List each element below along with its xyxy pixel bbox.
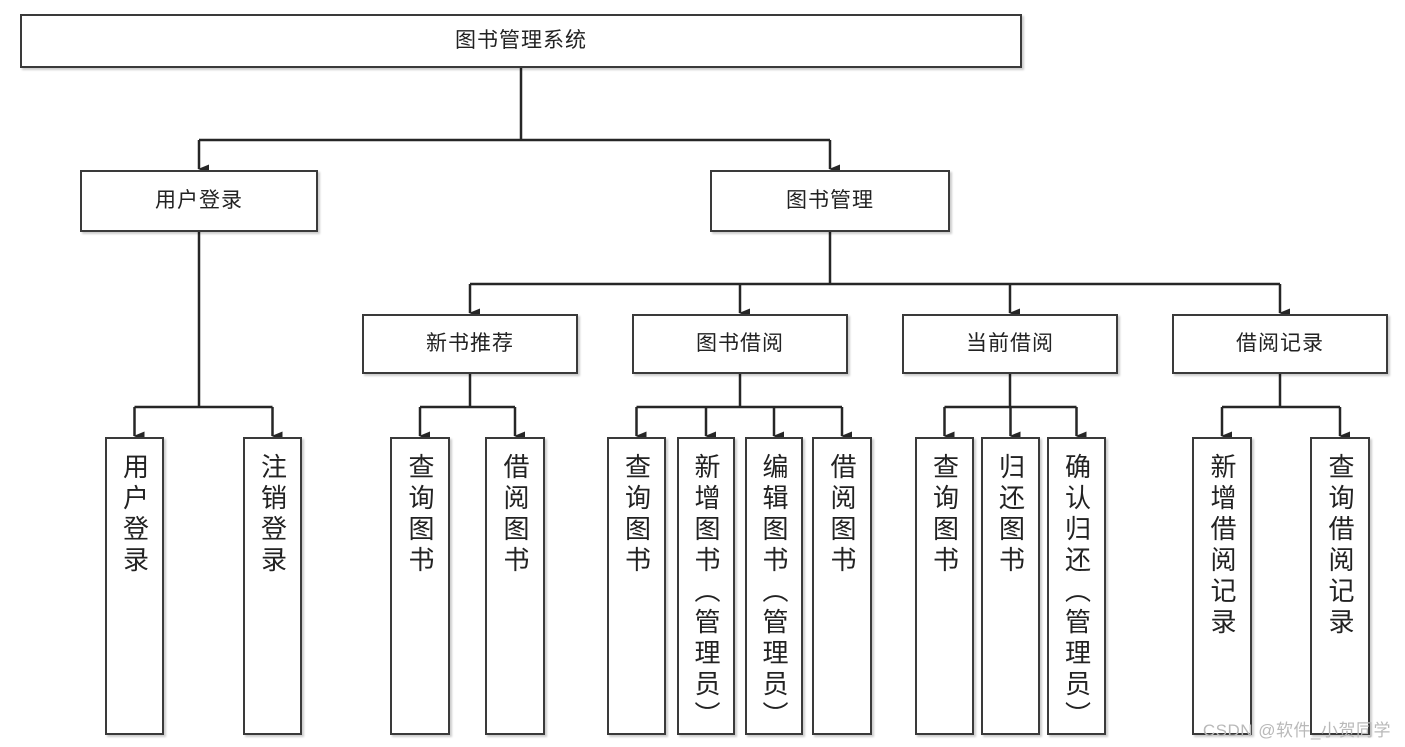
node-login[interactable]: 用户登录 [80, 170, 318, 232]
node-label: 新增借阅记录 [1207, 453, 1237, 639]
csdn-watermark: CSDN @软件_小贺同学 [1202, 721, 1391, 740]
node-leaf-new-2[interactable]: 借阅图书 [485, 437, 545, 735]
node-label: 借阅记录 [1236, 332, 1324, 356]
node-leaf-bor-1[interactable]: 查询图书 [607, 437, 666, 735]
node-leaf-bor-3[interactable]: 编辑图书（管理员） [745, 437, 803, 735]
node-label: 编辑图书（管理员） [759, 453, 789, 732]
node-label: 确认归还（管理员） [1061, 453, 1092, 732]
node-label: 查询图书 [405, 453, 435, 577]
node-label: 用户登录 [119, 453, 150, 577]
node-records[interactable]: 借阅记录 [1172, 314, 1388, 374]
node-label: 新书推荐 [426, 332, 514, 356]
node-leaf-rec-1[interactable]: 新增借阅记录 [1192, 437, 1252, 735]
node-leaf-bor-4[interactable]: 借阅图书 [812, 437, 872, 735]
node-label: 注销登录 [257, 453, 288, 577]
node-label: 用户登录 [155, 189, 243, 213]
node-label: 图书借阅 [696, 332, 784, 356]
node-label: 图书管理系统 [455, 29, 587, 53]
node-borrow[interactable]: 图书借阅 [632, 314, 848, 374]
node-label: 新增图书（管理员） [691, 453, 721, 732]
node-leaf-bor-2[interactable]: 新增图书（管理员） [677, 437, 735, 735]
node-leaf-cur-1[interactable]: 查询图书 [915, 437, 974, 735]
node-leaf-cur-3[interactable]: 确认归还（管理员） [1047, 437, 1106, 735]
node-leaf-new-1[interactable]: 查询图书 [390, 437, 450, 735]
node-label: 查询借阅记录 [1325, 453, 1355, 639]
node-bookmgmt[interactable]: 图书管理 [710, 170, 950, 232]
node-label: 归还图书 [995, 453, 1026, 577]
node-leaf-login-2[interactable]: 注销登录 [243, 437, 302, 735]
node-leaf-cur-2[interactable]: 归还图书 [981, 437, 1040, 735]
node-root[interactable]: 图书管理系统 [20, 14, 1022, 68]
node-label: 借阅图书 [827, 453, 857, 577]
node-current[interactable]: 当前借阅 [902, 314, 1118, 374]
node-label: 图书管理 [786, 189, 874, 213]
node-label: 当前借阅 [966, 332, 1054, 356]
node-leaf-rec-2[interactable]: 查询借阅记录 [1310, 437, 1370, 735]
node-label: 借阅图书 [500, 453, 530, 577]
node-leaf-login-1[interactable]: 用户登录 [105, 437, 164, 735]
node-label: 查询图书 [621, 453, 652, 577]
node-newbook[interactable]: 新书推荐 [362, 314, 578, 374]
node-label: 查询图书 [929, 453, 960, 577]
